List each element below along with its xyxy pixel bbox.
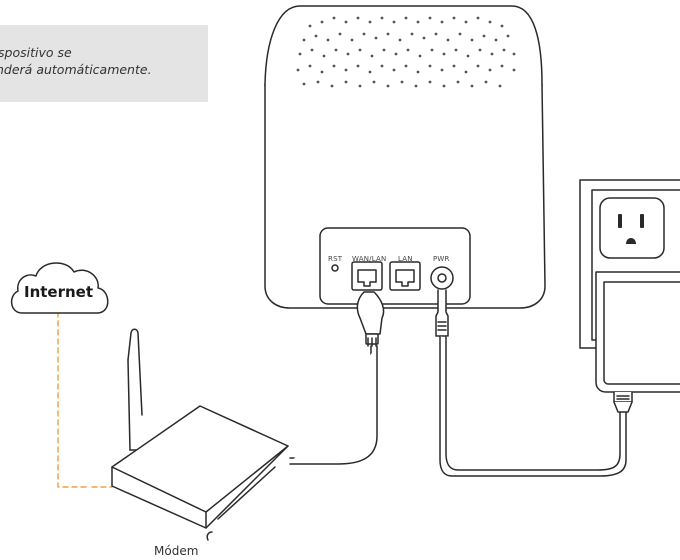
instruction-text: spositivo se nderá automáticamente. <box>0 44 152 78</box>
internet-link <box>57 311 113 488</box>
reset-pinhole <box>331 264 339 272</box>
power-jack <box>430 266 454 290</box>
power-adapter <box>595 271 680 413</box>
instruction-line-1: spositivo se <box>0 45 72 60</box>
ethernet-cable <box>289 291 385 465</box>
rst-port-label: RST <box>328 255 343 263</box>
power-cable <box>435 289 627 477</box>
wan-lan-port-label: WAN/LAN <box>352 255 387 263</box>
pwr-port-label: PWR <box>433 255 450 263</box>
lan-port <box>389 261 421 291</box>
modem-label: Módem <box>154 544 199 558</box>
instruction-line-2: nderá automáticamente. <box>0 62 152 77</box>
router-ports <box>331 261 454 291</box>
vent-dots <box>296 16 516 88</box>
wan-lan-port <box>351 261 383 291</box>
internet-cloud <box>10 262 109 314</box>
modem <box>111 328 289 541</box>
lan-port-label: LAN <box>398 255 413 263</box>
internet-label: Internet <box>24 283 94 301</box>
instruction-note: spositivo se nderá automáticamente. <box>0 25 208 102</box>
router-unit <box>264 5 546 309</box>
